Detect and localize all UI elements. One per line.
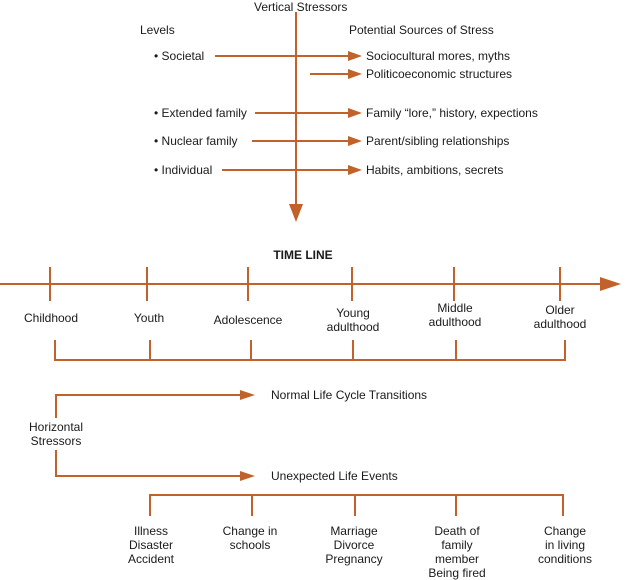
- normal-transitions-label: Normal Life Cycle Transitions: [271, 388, 428, 402]
- horizontal-to-normal-line: [55, 394, 242, 418]
- time-line-title: TIME LINE: [273, 248, 333, 262]
- source-parent-sibling: Parent/sibling relationships: [366, 134, 510, 148]
- stage-middle-adulthood: Middle adulthood: [428, 301, 482, 329]
- unexpected-events-arrowhead: [240, 471, 255, 481]
- stage-young-adulthood: Young adulthood: [326, 306, 380, 334]
- events-bracket: [149, 494, 564, 516]
- event-illness: Illness Disaster Accident: [127, 524, 175, 566]
- individual-arrowhead: [348, 165, 362, 175]
- level-individual: • Individual: [154, 163, 213, 177]
- stage-youth: Youth: [133, 311, 165, 325]
- event-change-living: Change in living conditions: [537, 524, 593, 566]
- stage-adolescence: Adolescence: [213, 313, 283, 327]
- event-death: Death of family member Being fired: [428, 524, 486, 580]
- stage-bracket: [54, 340, 566, 361]
- source-habits: Habits, ambitions, secrets: [366, 163, 504, 177]
- event-marriage: Marriage Divorce Pregnancy: [325, 524, 383, 566]
- event-change-schools: Change in schools: [222, 524, 278, 552]
- societal-arrowhead: [348, 51, 362, 61]
- vertical-stressors-arrowhead: [289, 204, 303, 222]
- vertical-stressors-title: Vertical Stressors: [254, 0, 348, 14]
- horizontal-to-unexpected-line: [55, 450, 242, 477]
- level-extended-family: • Extended family: [154, 106, 247, 120]
- source-sociocultural: Sociocultural mores, myths: [366, 49, 511, 63]
- levels-header: Levels: [140, 23, 175, 37]
- level-societal: • Societal: [154, 49, 205, 63]
- source-politicoeconomic: Politicoeconomic structures: [366, 67, 513, 81]
- sources-header: Potential Sources of Stress: [349, 23, 494, 37]
- source-family-lore: Family “lore,” history, expections: [366, 106, 538, 120]
- horizontal-stressors-label: Horizontal Stressors: [28, 420, 84, 448]
- unexpected-events-label: Unexpected Life Events: [271, 469, 398, 483]
- level-nuclear-family: • Nuclear family: [154, 134, 238, 148]
- time-line-arrowhead: [600, 277, 621, 291]
- stage-childhood: Childhood: [23, 311, 79, 325]
- normal-transitions-arrowhead: [240, 390, 255, 400]
- extended-family-arrowhead: [348, 108, 362, 118]
- politico-arrowhead: [348, 69, 362, 79]
- stage-older-adulthood: Older adulthood: [533, 303, 587, 331]
- nuclear-family-arrowhead: [348, 136, 362, 146]
